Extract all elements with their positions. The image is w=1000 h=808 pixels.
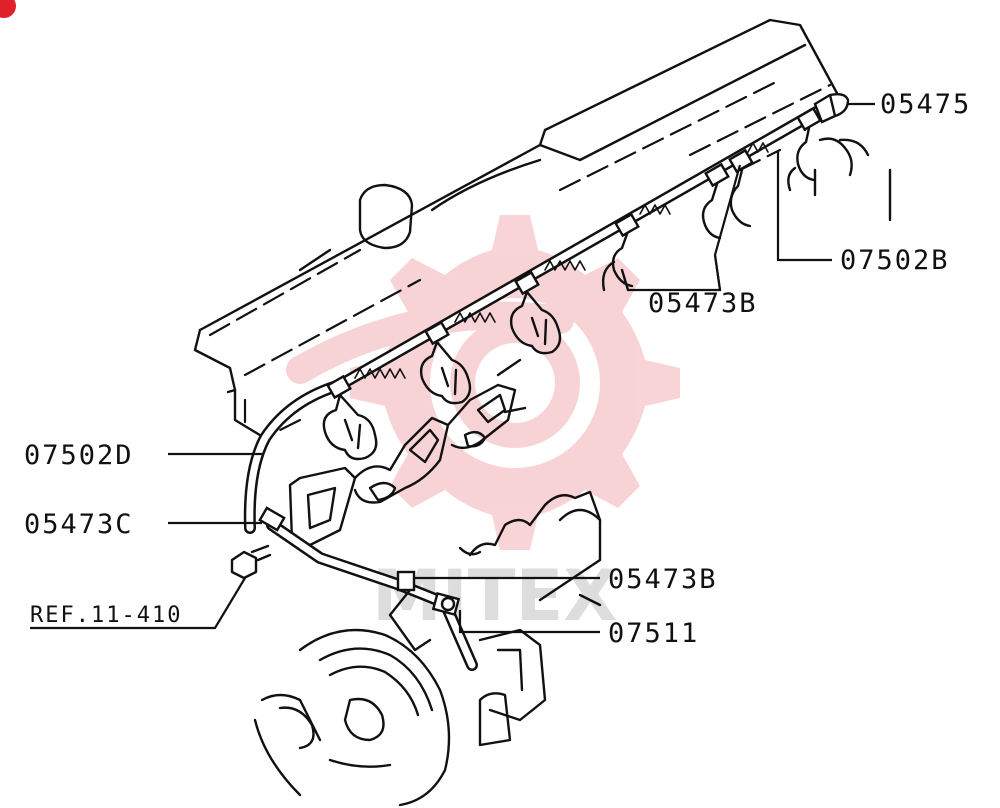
callout-07502b: 07502B — [840, 245, 950, 276]
callout-ref-11-410: REF.11-410 — [30, 603, 182, 628]
callout-05473c: 05473C — [24, 509, 134, 540]
callout-05475: 05475 — [880, 89, 971, 120]
callout-07502d: 07502D — [24, 440, 134, 471]
manifold-gasket — [288, 358, 527, 547]
lower-fuel-pipe — [266, 519, 478, 671]
pipe-springs — [354, 142, 769, 379]
callout-05473b-bottom: 05473B — [608, 564, 718, 595]
injection-pump-pulley — [253, 628, 451, 807]
injector-nozzles — [322, 126, 870, 461]
callout-05473b-top: 05473B — [648, 288, 758, 319]
pipe-clamps — [258, 106, 822, 617]
callout-07511: 07511 — [608, 618, 699, 649]
leader-lines — [30, 102, 875, 634]
bolt-icon — [230, 544, 272, 580]
watermark-gear-logo — [286, 215, 680, 550]
cylinder-head-outline — [193, 18, 892, 442]
fuel-injection-pipe — [243, 92, 850, 534]
corner-badge-icon — [0, 0, 16, 18]
